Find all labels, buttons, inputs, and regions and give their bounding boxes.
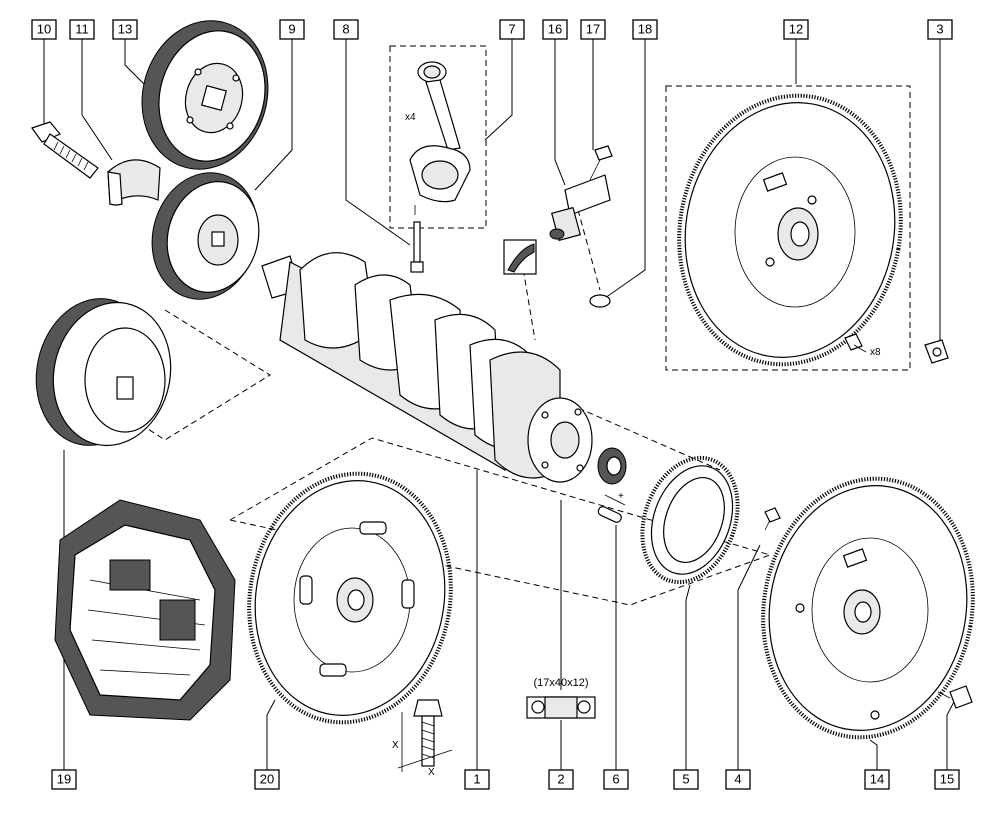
flywheel-bolt-3 [924, 339, 949, 364]
callout-9: 9 [279, 19, 305, 40]
large-pulley [35, 298, 172, 447]
callout-15: 15 [934, 769, 960, 790]
callout-8: 8 [333, 19, 359, 40]
ring-screw [764, 507, 781, 531]
flexplate [247, 471, 453, 725]
callout-3: 3 [927, 19, 953, 40]
callout-18: 18 [632, 19, 658, 40]
svg-text:15: 15 [940, 771, 954, 786]
callout-20: 20 [254, 769, 280, 790]
callout-14: 14 [864, 769, 890, 790]
svg-text:3: 3 [936, 21, 943, 36]
svg-text:20: 20 [260, 771, 274, 786]
dimension-x-2: X [428, 767, 435, 778]
callout-5: 5 [673, 769, 699, 790]
pilot-bearing [597, 447, 627, 485]
svg-text:17: 17 [586, 21, 600, 36]
svg-text:2: 2 [557, 771, 564, 786]
callout-16: 16 [542, 19, 568, 40]
svg-text:14: 14 [870, 771, 884, 786]
callouts: 10 11 13 9 8 7 16 17 18 12 3 19 20 1 2 6… [31, 19, 960, 790]
callout-1: 1 [464, 769, 490, 790]
callout-17: 17 [580, 19, 606, 40]
sensor-marker-icon [503, 239, 537, 275]
svg-text:8: 8 [342, 21, 349, 36]
flywheel-bolt-15 [937, 685, 973, 709]
callout-10: 10 [31, 19, 57, 40]
pulley-spacer [107, 159, 161, 206]
svg-text:4: 4 [734, 771, 741, 786]
crank-pulley-bolt [31, 121, 99, 179]
callout-11: 11 [69, 19, 95, 40]
engine-illustration [54, 499, 236, 721]
svg-text:13: 13 [118, 21, 132, 36]
callout-12: 12 [783, 19, 809, 40]
crankshaft [261, 252, 593, 483]
dimension-x-1: X [392, 740, 399, 751]
callout-19: 19 [51, 769, 77, 790]
svg-text:18: 18 [638, 21, 652, 36]
svg-text:6: 6 [612, 771, 619, 786]
sensor-o-ring [589, 294, 611, 308]
flywheel-top [677, 93, 903, 367]
callout-4: 4 [725, 769, 751, 790]
bearing-spec: (17x40x12) [526, 677, 596, 719]
svg-text:9: 9 [288, 21, 295, 36]
damper-pulley [151, 172, 260, 300]
callout-6: 6 [603, 769, 629, 790]
sensor-bolt [589, 145, 613, 181]
flywheel-bolt-top: x8 [844, 333, 881, 358]
svg-text:19: 19 [57, 771, 71, 786]
svg-text:1: 1 [473, 771, 480, 786]
callout-2: 2 [548, 769, 574, 790]
flywheel-bottom [761, 476, 975, 740]
leader-lines [43, 39, 956, 770]
svg-text:11: 11 [75, 21, 89, 36]
svg-text:+: + [618, 491, 624, 502]
bolt-quantity: x8 [870, 347, 881, 358]
svg-text:5: 5 [682, 771, 689, 786]
callout-13: 13 [112, 19, 138, 40]
connecting-rod: x4 [405, 61, 471, 215]
svg-text:10: 10 [37, 21, 51, 36]
crank-sensor [549, 174, 611, 242]
svg-text:16: 16 [548, 21, 562, 36]
callout-7: 7 [499, 19, 525, 40]
rod-bolt [410, 221, 424, 273]
bearing-size-label: (17x40x12) [533, 677, 588, 689]
outer-pulley [141, 20, 269, 170]
bolt-dimension-icon: X X [392, 699, 453, 778]
reluctor-ring [640, 455, 740, 585]
svg-text:7: 7 [508, 21, 515, 36]
rod-quantity: x4 [405, 112, 416, 123]
svg-text:12: 12 [789, 21, 803, 36]
dowel-pin: + [597, 491, 626, 523]
